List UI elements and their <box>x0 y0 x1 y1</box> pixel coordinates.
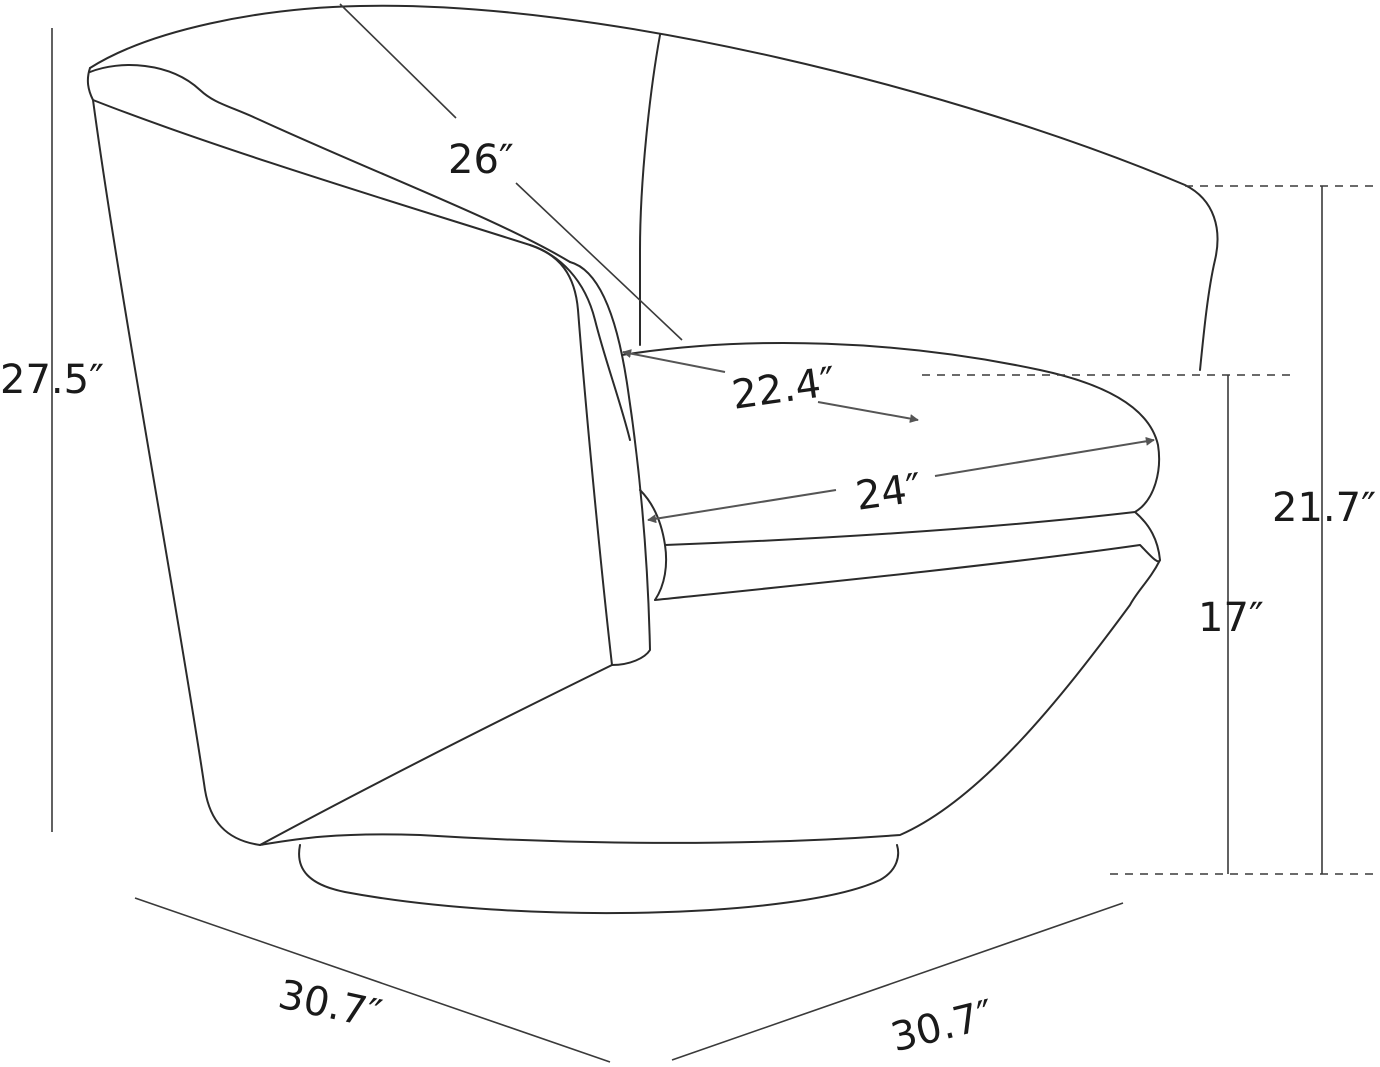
chair-inner-back-edge <box>89 64 571 263</box>
chair-cushion-front-roll <box>639 489 668 601</box>
dim-overall-height: 27.5″ <box>0 28 104 832</box>
chair-left-arm-panel <box>529 244 651 666</box>
width-label: 30.7″ <box>274 972 385 1039</box>
chair-outer-left-shell <box>86 67 261 846</box>
dim-seat-width: 24″ <box>647 436 1155 524</box>
chair-swivel-base <box>298 844 900 915</box>
chair-back-rim <box>89 4 1219 371</box>
overall-height-label: 27.5″ <box>0 357 104 403</box>
back-width-line-upper <box>339 3 457 119</box>
seat-height-label: 17″ <box>1198 595 1264 641</box>
dim-seat-height: 17″ <box>922 374 1290 874</box>
dim-seat-depth: 22.4″ <box>622 349 919 423</box>
chair-base-front-fold <box>259 664 613 846</box>
seat-depth-arrow-right <box>817 401 919 423</box>
chair-back-seam <box>639 34 661 346</box>
dim-depth: 30.7″ <box>671 902 1124 1062</box>
chair-inner-back-edge-2 <box>92 99 631 441</box>
chair-right-arm-outer <box>259 511 1161 846</box>
chair-outline <box>86 4 1219 915</box>
chair-seat-cushion-top <box>621 342 1161 546</box>
dim-arm-height: 21.7″ <box>1185 185 1380 874</box>
back-width-line-lower <box>515 182 683 341</box>
width-line <box>134 897 611 1063</box>
arm-height-label: 21.7″ <box>1272 485 1376 531</box>
seat-width-arrow-left <box>647 489 837 524</box>
chair-cushion-lower-edge <box>654 544 1161 601</box>
dim-back-width: 26″ <box>339 3 683 341</box>
seat-width-arrow-right <box>934 436 1155 477</box>
back-width-label: 26″ <box>448 137 514 183</box>
seat-width-label: 24″ <box>853 465 925 520</box>
depth-label: 30.7″ <box>886 992 998 1062</box>
seat-depth-label: 22.4″ <box>729 359 838 419</box>
dim-width: 30.7″ <box>134 897 611 1063</box>
seat-depth-arrow-left <box>622 349 726 373</box>
depth-line <box>671 902 1124 1061</box>
